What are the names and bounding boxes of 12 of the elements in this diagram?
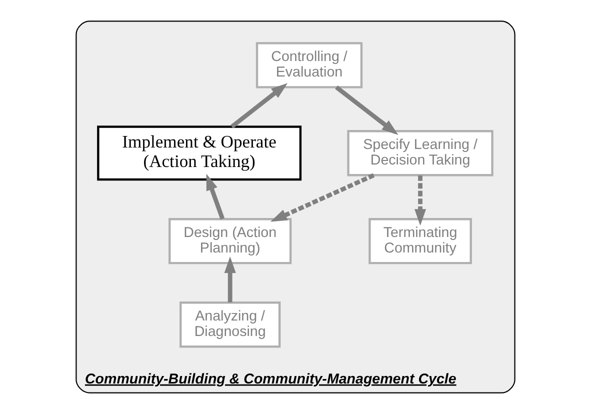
arrow — [270, 173, 374, 222]
arrow — [224, 256, 236, 302]
node-box: Specify Learning / Decision Taking — [346, 130, 493, 176]
node-box: Controlling / Evaluation — [255, 42, 362, 88]
arrow — [414, 175, 426, 226]
arrow — [206, 174, 224, 220]
node-box: Analyzing / Diagnosing — [179, 302, 280, 348]
node-box: Terminating Community — [368, 218, 472, 264]
arrow — [230, 83, 288, 128]
arrow — [334, 86, 398, 136]
node-box: Implement & Operate (Action Taking) — [96, 126, 302, 181]
node-box: Design (Action Planning) — [168, 218, 292, 264]
